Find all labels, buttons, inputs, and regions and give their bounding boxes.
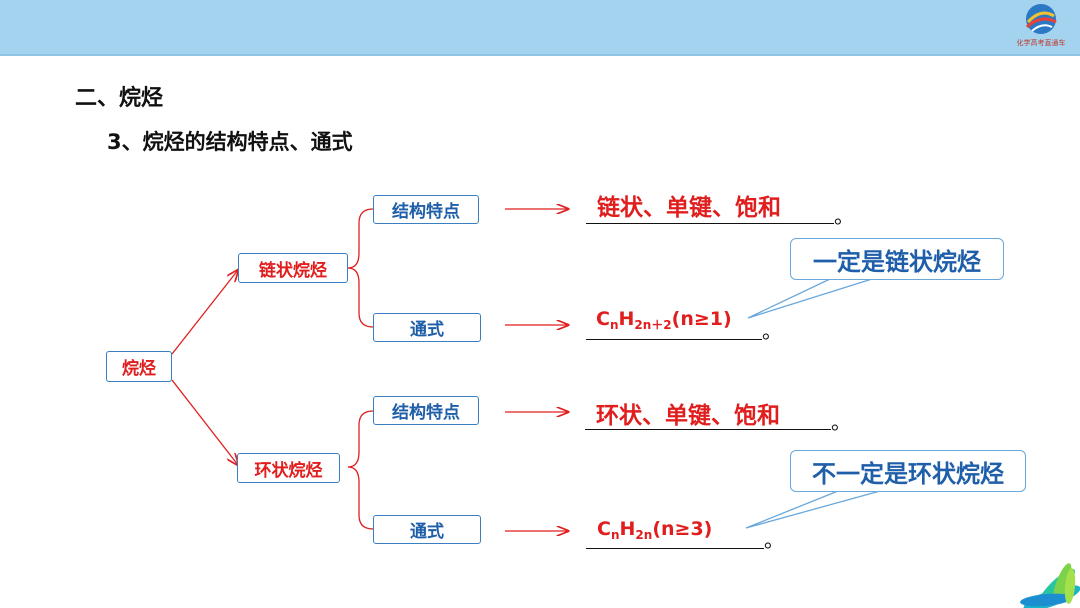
answer-underline	[586, 223, 834, 224]
node-chain-structure-feature: 结构特点	[373, 195, 479, 224]
answer-chain-formula: CnH2n＋2(n≥1)	[596, 308, 732, 332]
answer-underline	[585, 429, 831, 430]
answer-ring-formula: CnH2n(n≥3)	[597, 518, 713, 542]
top-banner	[0, 0, 1080, 56]
answer-underline	[586, 339, 762, 340]
logo-text: 化学高考直通车	[1016, 39, 1066, 47]
answer-underline	[586, 548, 764, 549]
logo-icon	[1025, 4, 1057, 34]
logo: 化学高考直通车	[1010, 2, 1072, 52]
node-ring-structure-feature: 结构特点	[373, 396, 479, 425]
section-title: 二、烷烃	[75, 86, 164, 111]
period-mark: 。	[764, 528, 784, 552]
period-mark: 。	[762, 319, 782, 343]
period-mark: 。	[831, 410, 851, 434]
node-chain-general-formula: 通式	[373, 313, 481, 342]
decorative-flower-icon	[1020, 563, 1080, 608]
node-ring-general-formula: 通式	[373, 515, 481, 544]
callout-ring-note: 不一定是环状烷烃	[790, 450, 1026, 492]
node-chain-alkane: 链状烷烃	[238, 253, 348, 283]
period-mark: 。	[834, 204, 854, 228]
callout-chain-note: 一定是链状烷烃	[790, 238, 1004, 280]
node-ring-alkane: 环状烷烃	[237, 453, 340, 483]
answer-chain-feature: 链状、单键、饱和	[597, 195, 781, 221]
answer-ring-feature: 环状、单键、饱和	[596, 403, 780, 429]
subsection-title: 3、烷烃的结构特点、通式	[107, 130, 353, 154]
root-node-alkane: 烷烃	[106, 351, 172, 382]
